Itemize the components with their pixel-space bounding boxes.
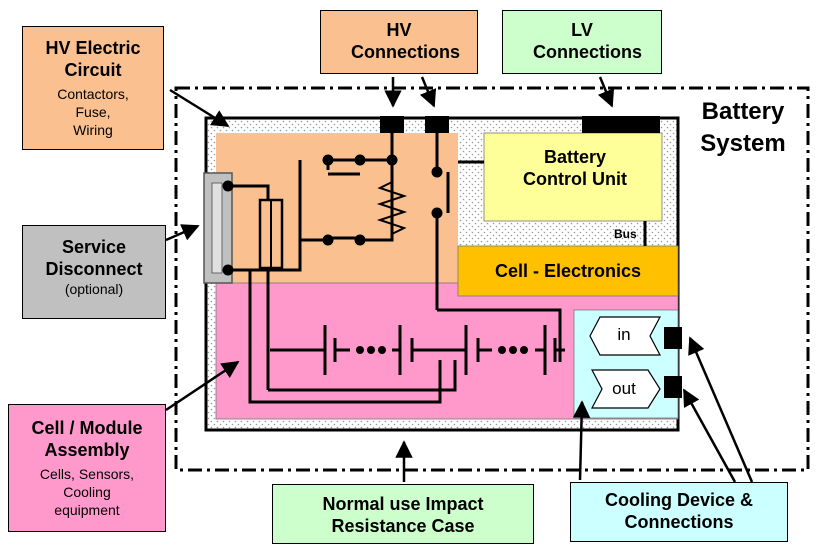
cooling-connector-in <box>664 327 682 349</box>
service-disconnect-subtitle: (optional) <box>64 281 124 297</box>
cooling-callout: Cooling Device & Connections <box>570 482 788 542</box>
wiring <box>228 133 647 404</box>
cell-electronics-box <box>457 245 679 297</box>
hv-circuit-line-3: Wiring <box>73 122 113 138</box>
lv-connections-title: LV Connections <box>533 20 643 62</box>
cell-module-title: Cell / Module Assembly <box>31 418 143 460</box>
hv-electric-circuit-callout: HV Electric Circuit Contactors, Fuse, Wi… <box>22 26 164 150</box>
normal-use-case-callout: Normal use Impact Resistance Case <box>272 484 534 544</box>
hv-connector-2 <box>425 116 449 133</box>
cell-module-line-1: Cells, Sensors, <box>39 466 135 482</box>
battery-cells <box>270 325 565 375</box>
arrows <box>165 76 754 483</box>
hv-circuit-title: HV Electric Circuit <box>45 38 141 80</box>
cooling-in-shape <box>589 316 661 356</box>
cell-module-line-3: equipment <box>54 502 120 518</box>
hv-connections-title: HV Connections <box>351 20 461 62</box>
cooling-title: Cooling Device & Connections <box>604 490 754 532</box>
cooling-out-label: out <box>612 379 636 398</box>
precharge-resistor <box>376 181 408 235</box>
hv-connector-1 <box>380 116 404 133</box>
cell-ellipsis <box>356 346 528 354</box>
service-disconnect-title: Service Disconnect <box>45 237 143 279</box>
bus-label: Bus <box>614 227 637 241</box>
bcu-box <box>483 132 663 222</box>
cooling-out-shape <box>591 369 661 409</box>
hv-circuit-line-2: Fuse, <box>75 104 111 120</box>
cell-electronics-label: Cell - Electronics <box>494 261 642 281</box>
lv-connector <box>582 116 660 133</box>
battery-system-boundary <box>174 86 810 472</box>
hv-circuit-line-1: Contactors, <box>57 86 129 102</box>
service-disconnect-callout: Service Disconnect (optional) <box>22 225 166 319</box>
lv-connections-callout: LV Connections <box>502 10 662 74</box>
cooling-connector-out <box>664 376 682 398</box>
contactors <box>222 154 450 276</box>
battery-system-label: Battery System <box>684 96 802 160</box>
hv-circuit-area <box>216 133 458 283</box>
cell-module-callout: Cell / Module Assembly Cells, Sensors, C… <box>8 404 166 532</box>
cooling-in-label: in <box>617 325 631 344</box>
bcu-label: Battery Control Unit <box>523 147 627 189</box>
cell-module-line-2: Cooling <box>63 484 111 500</box>
hv-connections-callout: HV Connections <box>320 10 478 74</box>
normal-use-title: Normal use Impact Resistance Case <box>322 494 484 536</box>
